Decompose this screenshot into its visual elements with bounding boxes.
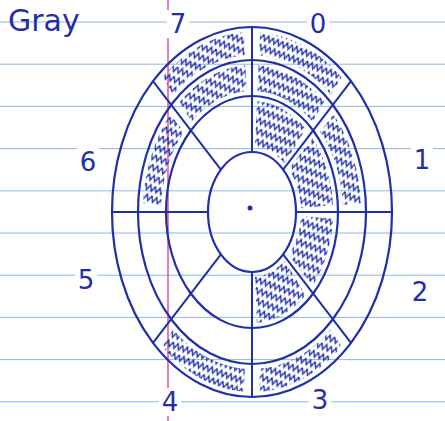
sector-divider	[251, 27, 253, 152]
sector-number: 6	[77, 148, 100, 176]
sector-divider	[153, 81, 221, 169]
disk-ring	[208, 152, 296, 272]
sector-number: 7	[167, 10, 190, 38]
shaded-segment	[162, 32, 244, 94]
shaded-segment	[143, 114, 184, 204]
sector-divider	[251, 272, 253, 397]
shaded-segment	[320, 114, 361, 204]
sector-number: 2	[409, 278, 432, 306]
sector-number: 3	[309, 386, 332, 414]
ruled-line	[0, 317, 445, 318]
ruled-line	[0, 401, 445, 402]
ruled-line	[0, 148, 445, 149]
sector-number: 0	[307, 10, 330, 38]
sector-divider	[283, 81, 351, 169]
sector-number: 5	[75, 266, 98, 294]
shaded-segment	[162, 329, 244, 391]
ruled-line	[0, 190, 445, 191]
gray-code-disk	[112, 27, 392, 397]
ruled-line	[0, 106, 445, 107]
sector-divider	[296, 211, 392, 213]
ruled-lines	[0, 22, 445, 402]
sector-number: 4	[159, 388, 182, 416]
ruled-line	[0, 275, 445, 276]
shaded-segment	[259, 329, 341, 391]
ruled-line	[0, 233, 445, 234]
shaded-segment	[259, 32, 341, 94]
disk-ring	[112, 27, 392, 397]
center-dot	[248, 206, 253, 211]
title: Gray	[8, 6, 80, 36]
sector-divider	[283, 254, 351, 342]
sector-number: 1	[411, 146, 434, 174]
sector-divider	[112, 211, 208, 213]
sector-divider	[153, 254, 221, 342]
